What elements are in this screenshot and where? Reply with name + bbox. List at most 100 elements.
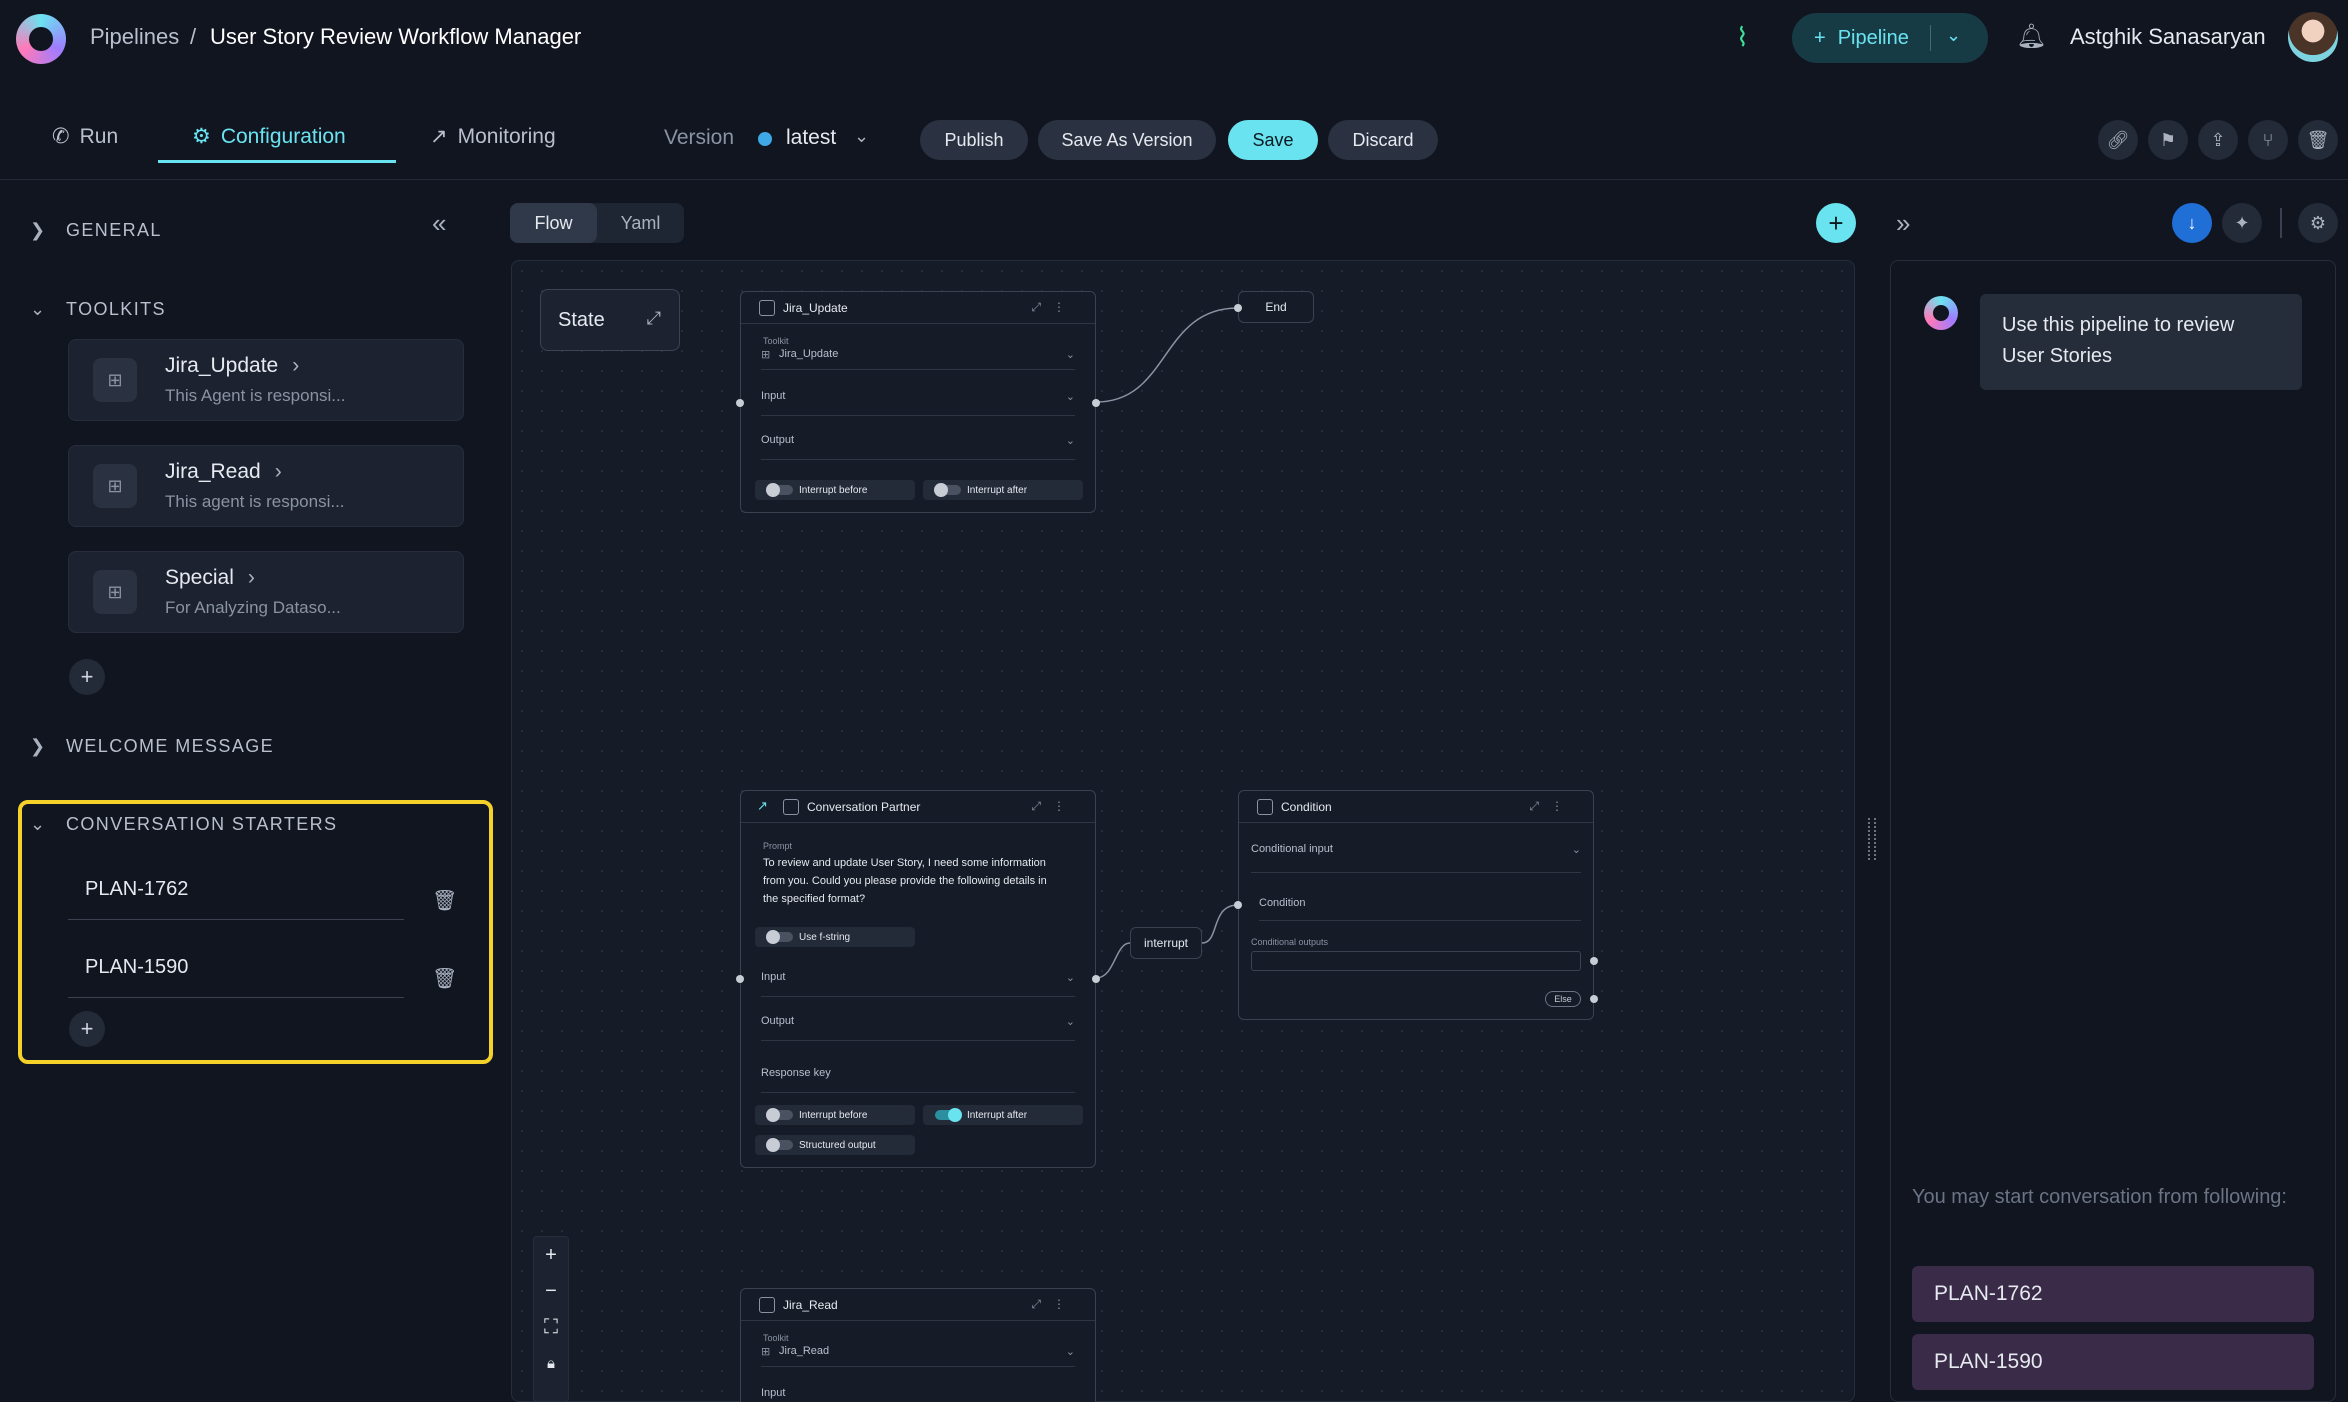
discard-button[interactable]: Discard xyxy=(1328,120,1438,160)
output-select[interactable]: Output ⌄ xyxy=(761,434,1075,460)
collapse-right-icon[interactable]: » xyxy=(1896,208,1911,238)
prompt-line-3[interactable]: the specified format? xyxy=(763,893,866,905)
version-select[interactable]: latest xyxy=(786,126,837,149)
toolkit-card-special[interactable]: ⊞ Special› For Analyzing Dataso... xyxy=(68,551,464,633)
tab-run[interactable]: ✆ Run xyxy=(52,124,118,149)
node-jira-read[interactable]: Jira_Read ⤢⋮ Toolkit ⊞ Jira_Read ⌄ Input xyxy=(740,1288,1096,1402)
tab-monitoring[interactable]: ↗ Monitoring xyxy=(430,124,556,149)
bell-icon[interactable]: 🔔︎ xyxy=(2016,23,2047,50)
input-handle[interactable] xyxy=(1234,304,1242,312)
expand-icon[interactable]: ⤢ xyxy=(646,308,661,328)
starter-chip-2[interactable]: PLAN-1590 xyxy=(1912,1334,2314,1390)
app-logo-icon[interactable] xyxy=(16,14,66,64)
toggle-label: Interrupt before xyxy=(799,484,868,496)
section-toolkits[interactable]: ⌄ TOOLKITS xyxy=(30,299,166,320)
toolkit-card-jira-read[interactable]: ⊞ Jira_Read› This agent is responsi... xyxy=(68,445,464,527)
use-fstring-toggle[interactable]: Use f-string xyxy=(755,927,915,947)
condition-field[interactable]: Condition xyxy=(1259,897,1581,921)
export-icon[interactable]: ⇪ xyxy=(2198,120,2238,160)
toolkit-select[interactable]: ⊞ Jira_Update ⌄ xyxy=(761,348,1075,370)
response-key-label: Response key xyxy=(761,1067,831,1079)
node-condition[interactable]: Condition ⤢⋮ Conditional input ⌄ Conditi… xyxy=(1234,790,1598,1020)
conditional-input-select[interactable]: Conditional input ⌄ xyxy=(1251,843,1581,873)
breadcrumb-pipelines[interactable]: Pipelines xyxy=(90,24,180,49)
tab-configuration[interactable]: ⚙ Configuration xyxy=(192,124,346,149)
flow-canvas[interactable] xyxy=(511,260,1855,1402)
starter-chip-1[interactable]: PLAN-1762 xyxy=(1912,1266,2314,1322)
node-controls-icon[interactable]: ⤢⋮ xyxy=(1031,300,1077,314)
else-handle[interactable] xyxy=(1590,995,1598,1003)
zoom-in-icon[interactable]: + xyxy=(545,1243,557,1266)
scroll-down-icon[interactable]: ↓ xyxy=(2172,203,2212,243)
output-handle[interactable] xyxy=(1590,957,1598,965)
response-key-field[interactable]: Response key xyxy=(761,1067,1075,1093)
interrupt-before-toggle[interactable]: Interrupt before xyxy=(755,480,915,500)
bookmark-icon[interactable]: ⚑ xyxy=(2148,120,2188,160)
add-node-button[interactable]: + xyxy=(1816,203,1856,243)
add-toolkit-button[interactable]: + xyxy=(69,659,105,695)
input-select[interactable]: Input ⌄ xyxy=(761,971,1075,997)
output-handle[interactable] xyxy=(1092,399,1100,407)
tab-yaml[interactable]: Yaml xyxy=(620,212,661,233)
publish-button[interactable]: Publish xyxy=(920,120,1028,160)
llm-icon: ↗ xyxy=(757,798,768,813)
toolkit-icon xyxy=(759,300,775,316)
node-controls-icon[interactable]: ⤢⋮ xyxy=(1031,799,1077,813)
chevron-down-icon[interactable]: ⌄ xyxy=(854,126,870,146)
section-general[interactable]: ❯ GENERAL xyxy=(30,220,162,241)
interrupt-after-toggle[interactable]: Interrupt after xyxy=(923,1105,1083,1125)
output-select[interactable]: Output ⌄ xyxy=(761,1015,1075,1041)
avatar[interactable] xyxy=(2288,12,2338,62)
grid-icon: ⊞ xyxy=(761,1346,771,1358)
link-icon[interactable]: 🔗︎ xyxy=(2098,120,2138,160)
interrupt-node[interactable]: interrupt xyxy=(1130,927,1202,959)
prompt-line-2[interactable]: from you. Could you please provide the f… xyxy=(763,875,1047,887)
user-name[interactable]: Astghik Sanasaryan xyxy=(2070,24,2266,49)
starter-input-1[interactable]: PLAN-1762 xyxy=(68,870,404,920)
section-conversation-starters[interactable]: ⌄ CONVERSATION STARTERS xyxy=(30,814,337,835)
toolkit-label: Toolkit xyxy=(763,336,789,346)
fit-view-icon[interactable]: ⛶ xyxy=(544,1315,558,1338)
end-node[interactable]: End xyxy=(1234,291,1314,323)
chevron-down-icon[interactable]: ⌄ xyxy=(1946,25,1962,45)
section-welcome-message[interactable]: ❯ WELCOME MESSAGE xyxy=(30,736,274,757)
save-as-version-button[interactable]: Save As Version xyxy=(1038,120,1216,160)
edge-jira-update-end xyxy=(1095,307,1239,403)
trash-icon[interactable]: 🗑︎ xyxy=(432,968,458,990)
interrupt-before-toggle[interactable]: Interrupt before xyxy=(755,1105,915,1125)
input-handle[interactable] xyxy=(736,399,744,407)
panel-resize-handle[interactable] xyxy=(1868,818,1876,860)
node-header: ↗ Conversation Partner ⤢⋮ xyxy=(741,791,1095,823)
prompt-line-1[interactable]: To review and update User Story, I need … xyxy=(763,857,1046,869)
conditional-input-label: Conditional input xyxy=(1251,843,1333,855)
node-controls-icon[interactable]: ⤢⋮ xyxy=(1529,799,1575,813)
save-button[interactable]: Save xyxy=(1228,120,1318,160)
collapse-left-icon[interactable]: « xyxy=(432,208,447,238)
interrupt-after-toggle[interactable]: Interrupt after xyxy=(923,480,1083,500)
output-handle[interactable] xyxy=(1092,975,1100,983)
lock-icon[interactable]: 🔒︎ xyxy=(547,1354,555,1372)
toolkit-card-jira-update[interactable]: ⊞ Jira_Update› This Agent is responsi... xyxy=(68,339,464,421)
state-node[interactable]: State ⤢ xyxy=(540,289,680,351)
toolkit-select[interactable]: ⊞ Jira_Read ⌄ xyxy=(761,1345,1075,1367)
node-controls-icon[interactable]: ⤢⋮ xyxy=(1031,1297,1077,1311)
conditional-output-input[interactable] xyxy=(1251,951,1581,971)
fork-icon[interactable]: ⑂ xyxy=(2248,120,2288,160)
trash-icon[interactable]: 🗑︎ xyxy=(432,890,458,912)
new-pipeline-button[interactable]: + Pipeline ⌄ xyxy=(1792,13,1988,63)
zoom-out-icon[interactable]: − xyxy=(545,1279,557,1302)
settings-icon[interactable]: ⚙ xyxy=(2298,203,2338,243)
input-select[interactable]: Input ⌄ xyxy=(761,390,1075,416)
input-select[interactable]: Input xyxy=(761,1387,1075,1402)
input-handle[interactable] xyxy=(1234,901,1242,909)
flow-icon[interactable]: ⌇ xyxy=(1736,22,1749,52)
add-starter-button[interactable]: + xyxy=(69,1011,105,1047)
clear-chat-icon[interactable]: ✦ xyxy=(2222,203,2262,243)
node-conversation-partner[interactable]: ↗ Conversation Partner ⤢⋮ Prompt To revi… xyxy=(736,790,1100,1168)
structured-output-toggle[interactable]: Structured output xyxy=(755,1135,915,1155)
node-jira-update[interactable]: Jira_Update ⤢⋮ Toolkit ⊞ Jira_Update ⌄ I… xyxy=(736,291,1100,513)
input-handle[interactable] xyxy=(736,975,744,983)
starter-input-2[interactable]: PLAN-1590 xyxy=(68,948,404,998)
tab-flow[interactable]: Flow xyxy=(510,203,597,243)
trash-icon[interactable]: 🗑︎ xyxy=(2298,120,2338,160)
